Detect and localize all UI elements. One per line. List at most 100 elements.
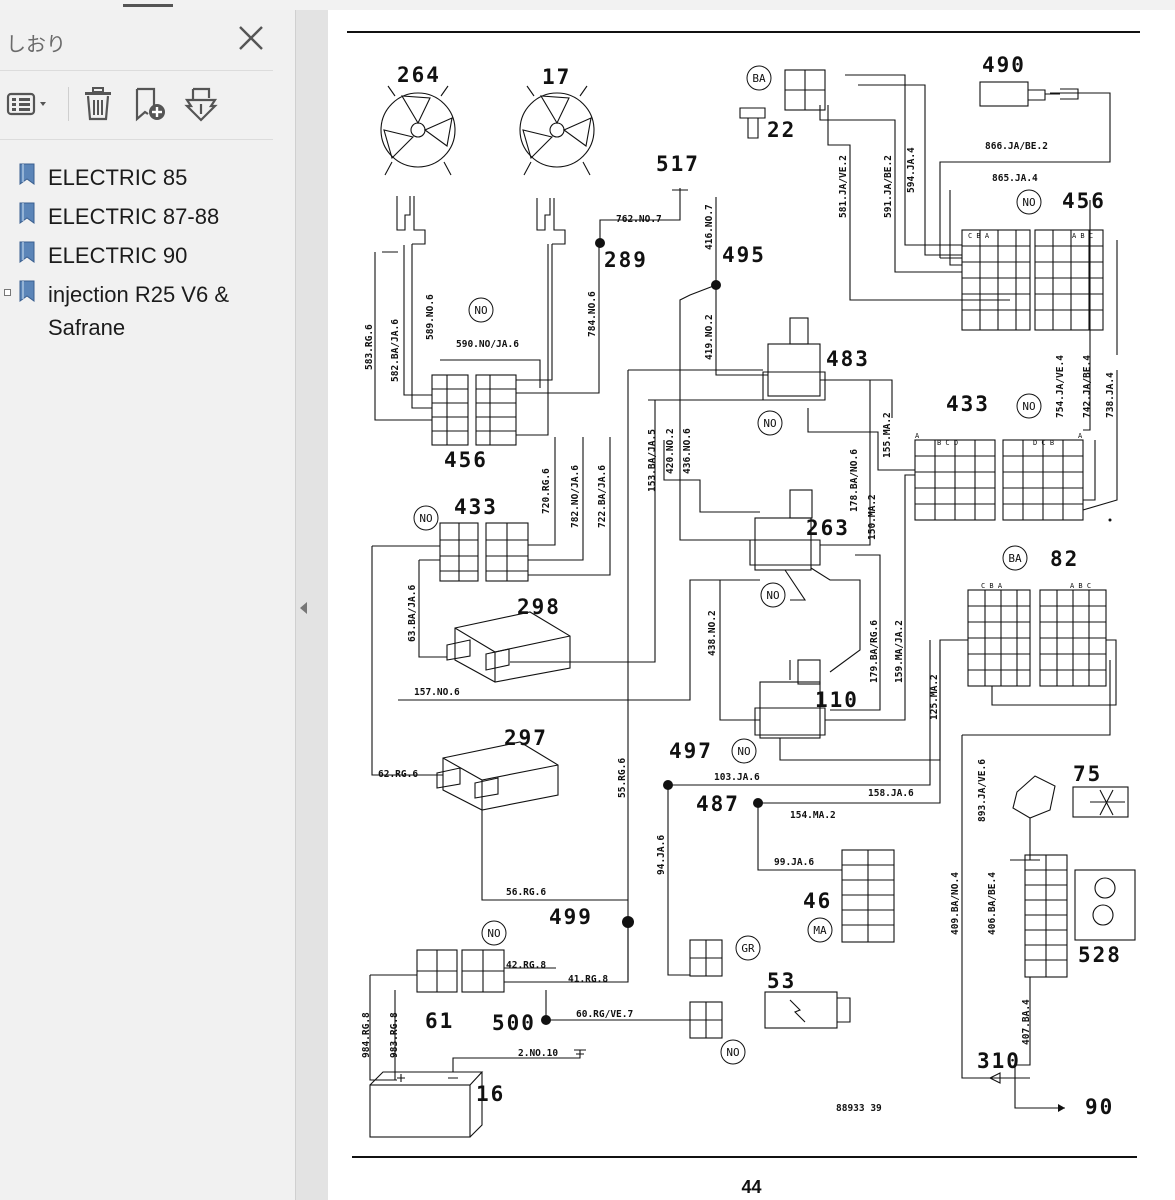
wiring-diagram: BA NO NO NO NO NO NO BA NO MA GR NO NO 2… — [347, 31, 1140, 1158]
wire-label: 754.JA/VE.4 — [1055, 355, 1066, 418]
component-number: 53 — [767, 969, 796, 993]
wire-label: 2.NO.10 — [518, 1048, 558, 1059]
toolbar-separator — [68, 87, 69, 121]
connector-letters: C B A — [981, 582, 1003, 590]
wire-label: 583.RG.6 — [364, 324, 375, 370]
wire-label: 438.NO.2 — [707, 610, 718, 656]
wire-label: 590.NO/JA.6 — [456, 339, 519, 350]
tag-no: NO — [419, 512, 432, 525]
wire-label: 158.JA.6 — [868, 788, 914, 799]
component-number: 499 — [549, 905, 593, 929]
component-number: 456 — [1062, 189, 1106, 213]
tag-ba: BA — [1008, 552, 1022, 565]
tag-gr: GR — [741, 942, 755, 955]
connector-letters: D C B — [1033, 439, 1054, 447]
component-number: 433 — [454, 495, 498, 519]
tag-no: NO — [766, 589, 779, 602]
wire-label: 60.RG/VE.7 — [576, 1009, 633, 1020]
component-number: 298 — [517, 595, 561, 619]
wire-label: 738.JA.4 — [1105, 372, 1116, 418]
wire-label: 416.NO.7 — [704, 204, 715, 250]
wire-label: 420.NO.2 — [665, 428, 676, 474]
component-number: 483 — [826, 347, 870, 371]
tag-no: NO — [737, 745, 750, 758]
wire-label: 150.MA.2 — [867, 494, 878, 540]
component-number: 487 — [696, 792, 740, 816]
wire-label: 94.JA.6 — [656, 835, 667, 875]
bookmark-label: ELECTRIC 90 — [48, 243, 188, 268]
connector-letters: A — [1078, 432, 1083, 440]
bookmark-item[interactable]: ELECTRIC 87-88 — [0, 194, 280, 233]
document-page: BA NO NO NO NO NO NO BA NO MA GR NO NO 2… — [328, 10, 1175, 1200]
bookmark-icon — [19, 241, 35, 263]
wire-label: 406.BA/BE.4 — [987, 872, 998, 935]
component-number: 46 — [803, 889, 832, 913]
wire-label: 742.JA/BE.4 — [1082, 355, 1093, 418]
wire-label: 866.JA/BE.2 — [985, 141, 1048, 152]
wire-label: 582.BA/JA.6 — [390, 319, 401, 382]
connector-letters: A B C — [1070, 582, 1091, 590]
component-number: 456 — [444, 448, 488, 472]
trash-icon[interactable] — [80, 86, 116, 122]
wire-label: 42.RG.8 — [506, 960, 546, 971]
wire-label: 436.NO.6 — [682, 428, 693, 474]
tag-no: NO — [474, 304, 487, 317]
component-number: 264 — [397, 63, 441, 87]
page-number: 44 — [741, 1177, 762, 1197]
bookmark-label: ELECTRIC 85 — [48, 165, 188, 190]
component-number: 490 — [982, 53, 1026, 77]
connector-letters: B C D — [937, 439, 958, 447]
component-number: 297 — [504, 726, 548, 750]
add-bookmark-icon[interactable] — [132, 86, 168, 122]
component-number: 497 — [669, 739, 713, 763]
wire-label: 409.BA/NO.4 — [950, 872, 961, 935]
component-number: 263 — [806, 516, 850, 540]
bookmarks-panel-title: しおり — [6, 34, 66, 56]
wire-label: 179.BA/RG.6 — [869, 620, 880, 683]
wire-label: 154.MA.2 — [790, 810, 836, 821]
wire-label: 762.NO.7 — [616, 214, 662, 225]
tag-no: NO — [1022, 196, 1035, 209]
wire-label: 55.RG.6 — [617, 758, 628, 798]
tag-no: NO — [487, 927, 500, 940]
options-list-icon[interactable] — [6, 86, 52, 122]
close-icon[interactable] — [237, 24, 265, 52]
wire-label: 591.JA/BE.2 — [883, 155, 894, 218]
window-top-strip — [0, 0, 1175, 10]
diagram-reference: 88933 39 — [836, 1103, 882, 1114]
wire-label: 782.NO/JA.6 — [570, 465, 581, 528]
component-number: 16 — [476, 1082, 505, 1106]
component-number: 82 — [1050, 547, 1079, 571]
component-number: 310 — [977, 1049, 1021, 1073]
tag-no: NO — [726, 1046, 739, 1059]
wire-label: 41.RG.8 — [568, 974, 608, 985]
wire-label: 103.JA.6 — [714, 772, 760, 783]
active-tab-indicator — [123, 4, 173, 7]
wire-label: 594.JA.4 — [906, 147, 917, 193]
tag-no: NO — [1022, 400, 1035, 413]
bookmark-icon — [19, 202, 35, 224]
wire-label: 407.BA.4 — [1021, 999, 1032, 1045]
collapse-panel-arrow-icon[interactable] — [300, 602, 307, 614]
bookmark-item[interactable]: injection R25 V6 & Safrane — [0, 272, 280, 352]
connector-letters: A — [915, 432, 920, 440]
component-number: 75 — [1073, 762, 1102, 786]
bookmarks-panel: しおり — [0, 10, 296, 1200]
expand-toggle-icon[interactable] — [4, 289, 11, 296]
component-number: 500 — [492, 1011, 536, 1035]
wire-label: 581.JA/VE.2 — [838, 155, 849, 218]
component-number: 528 — [1078, 943, 1122, 967]
bookmark-label: ELECTRIC 87-88 — [48, 204, 220, 229]
wire-label: 125.MA.2 — [929, 674, 940, 720]
wire-label: 784.NO.6 — [587, 291, 598, 337]
bookmark-item[interactable]: ELECTRIC 85 — [0, 155, 280, 194]
tag-ma: MA — [813, 924, 827, 937]
bookmark-item[interactable]: ELECTRIC 90 — [0, 233, 280, 272]
bookmark-icon — [19, 163, 35, 185]
tag-ba: BA — [752, 72, 766, 85]
connector-letters: A B C — [1072, 232, 1093, 240]
wire-label: 153.BA/JA.5 — [647, 429, 658, 492]
bookmarks-panel-header: しおり — [0, 10, 273, 71]
bookmark-properties-icon[interactable] — [183, 86, 219, 122]
wire-label: 983.RG.8 — [389, 1012, 400, 1058]
